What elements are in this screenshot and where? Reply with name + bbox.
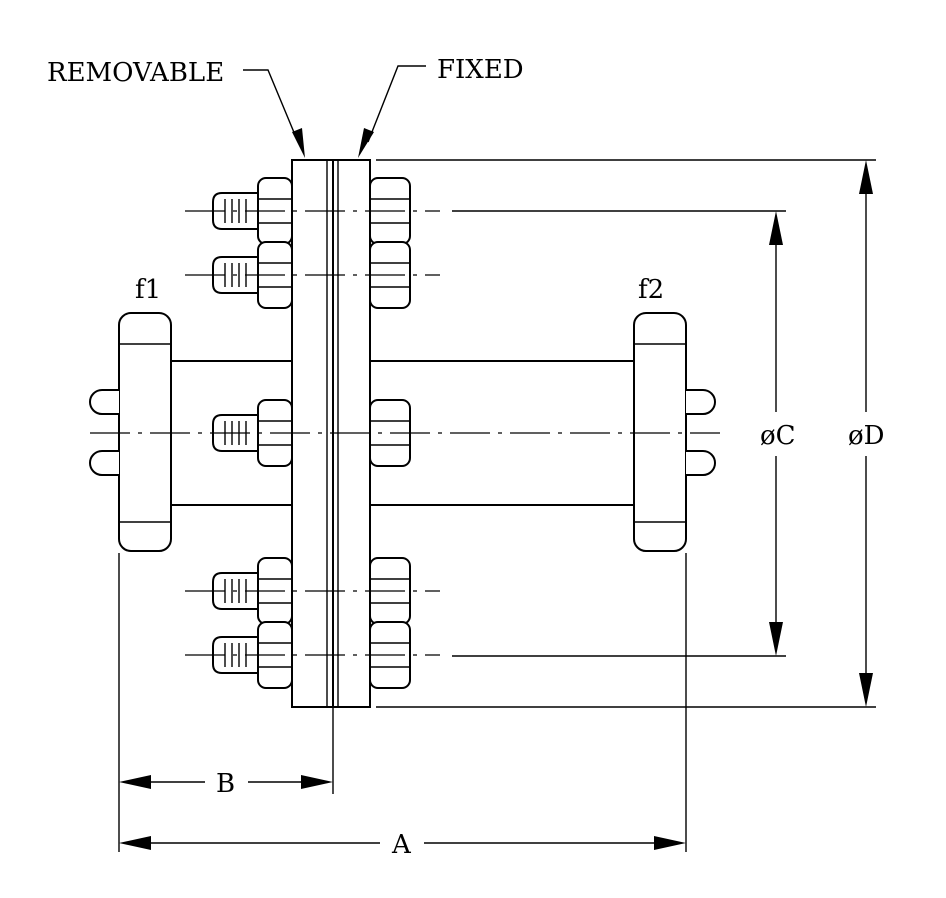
phi-d-label: øD — [848, 421, 885, 451]
f1-label: f1 — [135, 275, 161, 305]
dimension-a: A — [118, 553, 687, 860]
end-flange-f2 — [633, 312, 716, 552]
end-flange-f1 — [89, 312, 172, 552]
removable-label: REMOVABLE — [47, 58, 224, 88]
waveguide-body — [170, 360, 634, 506]
dim-a-label: A — [391, 830, 412, 860]
center-lines — [90, 210, 720, 656]
f2-label: f2 — [638, 275, 664, 305]
fixed-label: FIXED — [437, 55, 524, 85]
dimension-phi-d: øD — [376, 159, 885, 708]
phi-c-label: øC — [760, 421, 796, 451]
dim-b-label: B — [216, 769, 235, 799]
removable-callout: REMOVABLE — [47, 58, 305, 158]
fixed-callout: FIXED — [358, 55, 524, 158]
dimension-b: B — [118, 553, 334, 799]
dimension-phi-c: øC — [452, 210, 796, 657]
